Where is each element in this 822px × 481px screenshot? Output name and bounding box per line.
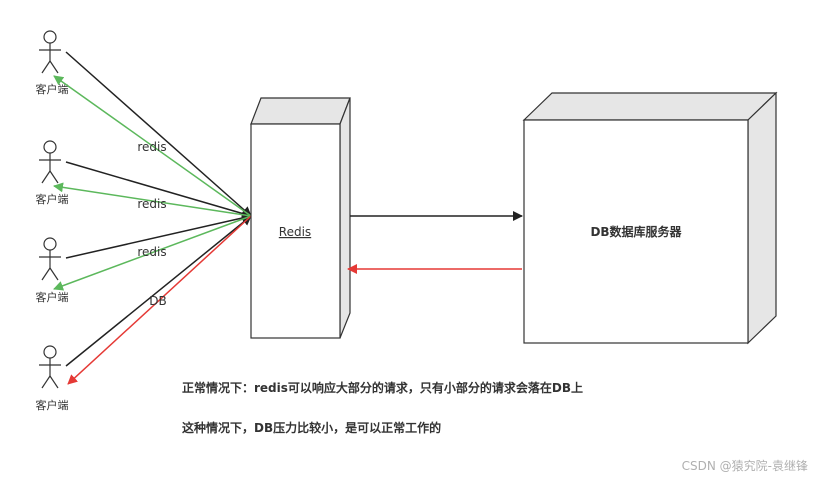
edge-label-2: redis [137, 197, 166, 211]
client-actor-3 [39, 237, 61, 281]
client-label-2: 客户端 [36, 192, 69, 206]
note-line-1: 正常情况下：redis可以响应大部分的请求，只有小部分的请求会落在DB上 [182, 380, 583, 395]
client-actor-2 [39, 140, 61, 184]
client-label-1: 客户端 [36, 82, 69, 96]
note-line-2: 这种情况下，DB压力比较小，是可以正常工作的 [182, 420, 441, 435]
client-label-3: 客户端 [36, 290, 69, 304]
request-arrow-2 [65, 161, 252, 219]
edge-label-3: redis [137, 245, 166, 259]
redis-response-arrow-1 [53, 75, 252, 217]
watermark: CSDN @猿究院-袁继锋 [682, 458, 808, 473]
client-actor-4 [39, 345, 61, 389]
request-arrow-1 [65, 51, 252, 217]
redis-response-arrow-3 [53, 215, 252, 291]
edge-label-1: redis [137, 140, 166, 154]
client-actor-1 [39, 30, 61, 74]
redis-label: Redis [279, 225, 311, 239]
request-arrow-4 [65, 215, 252, 367]
edge-label-4: DB [149, 294, 166, 308]
db-response-arrow [67, 215, 252, 385]
redis-response-arrow-2 [53, 182, 252, 217]
request-arrow-3 [65, 213, 252, 259]
client-label-4: 客户端 [36, 398, 69, 412]
db-node [522, 91, 778, 345]
redis-node [250, 97, 351, 339]
db-label: DB数据库服务器 [590, 224, 682, 239]
